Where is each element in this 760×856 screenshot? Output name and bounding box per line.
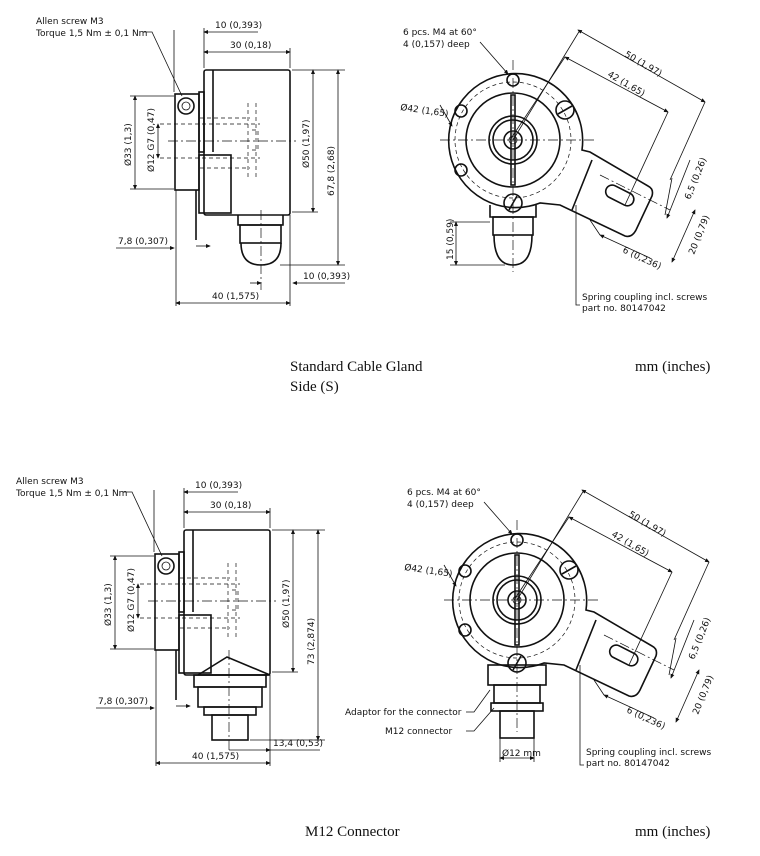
coupling-note-2: part no. 80147042 <box>582 304 666 314</box>
dim-30: 30 (0,18) <box>210 501 251 511</box>
caption-title: M12 Connector <box>305 824 400 840</box>
dim-offset: 10 (0,393) <box>303 272 350 282</box>
dim-42: 42 (1,65) <box>606 70 647 99</box>
m12-connector-section: Allen screw M3 Torque 1,5 Nm ± 0,1 Nm 10… <box>15 477 716 840</box>
dim-20: 20 (0,79) <box>688 214 713 256</box>
dim-10: 10 (0,393) <box>195 481 242 491</box>
dim-7-8: 7,8 (0,307) <box>98 697 148 707</box>
dim-d33: Ø33 (1,3) <box>123 123 134 166</box>
dim-height: 67,8 (2,68) <box>327 146 337 196</box>
dim-d12: Ø12 G7 (0,47) <box>126 568 137 632</box>
side-view: Allen screw M3 Torque 1,5 Nm ± 0,1 Nm 10… <box>15 477 325 766</box>
dim-offset: 13,4 (0,53) <box>273 739 323 749</box>
m12-connector <box>487 664 547 739</box>
dim-10: 10 (0,393) <box>215 21 262 31</box>
m12-note: M12 connector <box>385 727 452 737</box>
standard-cable-gland-section: Allen screw M3 Torque 1,5 Nm ± 0,1 Nm 10… <box>35 17 712 395</box>
dim-15: 15 (0,59) <box>446 219 456 260</box>
dim-40: 40 (1,575) <box>192 752 239 762</box>
units-note: mm (inches) <box>635 824 710 840</box>
dim-7-8: 7,8 (0,307) <box>118 237 168 247</box>
cable-gland <box>237 215 284 226</box>
dim-height: 73 (2,874) <box>307 618 317 665</box>
screw-note-2: Torque 1,5 Nm ± 0,1 Nm <box>15 489 127 499</box>
dim-40: 40 (1,575) <box>212 292 259 302</box>
holes-note-2: 4 (0,157) deep <box>407 500 474 510</box>
coupling-note-1: Spring coupling incl. screws <box>582 293 707 303</box>
dim-d42: Ø42 (1,65) <box>404 562 454 580</box>
dim-20: 20 (0,79) <box>692 674 717 716</box>
dim-42: 42 (1,65) <box>610 530 651 559</box>
screw-note-1: Allen screw M3 <box>16 477 84 487</box>
units-note: mm (inches) <box>635 359 710 375</box>
m12-connector <box>193 656 271 741</box>
holes-note-1: 6 pcs. M4 at 60° <box>407 488 481 498</box>
side-view: Allen screw M3 Torque 1,5 Nm ± 0,1 Nm 10… <box>35 17 350 306</box>
dim-50: 50 (1,97) <box>627 510 668 539</box>
dim-d12: Ø12 G7 (0,47) <box>146 108 157 172</box>
dim-d33: Ø33 (1,3) <box>103 583 114 626</box>
front-view: 6 pcs. M4 at 60° 4 (0,157) deep Ø42 (1,6… <box>400 28 713 314</box>
dim-d50: Ø50 (1,97) <box>301 120 312 168</box>
dim-6-5: 6,5 (0,26) <box>688 616 714 661</box>
dim-30: 30 (0,18) <box>230 41 271 51</box>
dim-d50: Ø50 (1,97) <box>281 580 292 628</box>
screw-note-1: Allen screw M3 <box>36 17 104 27</box>
dim-50: 50 (1,97) <box>623 50 664 79</box>
front-view: 6 pcs. M4 at 60° 4 (0,157) deep Ø42 (1,6… <box>345 488 716 769</box>
dim-6: 6 (0,236) <box>625 706 667 733</box>
dim-6-5: 6,5 (0,26) <box>684 156 710 201</box>
adaptor-note: Adaptor for the connector <box>345 708 462 718</box>
dim-6: 6 (0,236) <box>621 246 663 273</box>
caption-title: Standard Cable Gland <box>290 359 423 375</box>
dim-d42: Ø42 (1,65) <box>400 102 450 120</box>
caption-subtitle: Side (S) <box>290 379 339 395</box>
coupling-note-1: Spring coupling incl. screws <box>586 748 711 758</box>
holes-note-1: 6 pcs. M4 at 60° <box>403 28 477 38</box>
screw-note-2: Torque 1,5 Nm ± 0,1 Nm <box>35 29 147 39</box>
dim-d12mm: Ø12 mm <box>502 748 541 759</box>
holes-note-2: 4 (0,157) deep <box>403 40 470 50</box>
coupling-note-2: part no. 80147042 <box>586 759 670 769</box>
